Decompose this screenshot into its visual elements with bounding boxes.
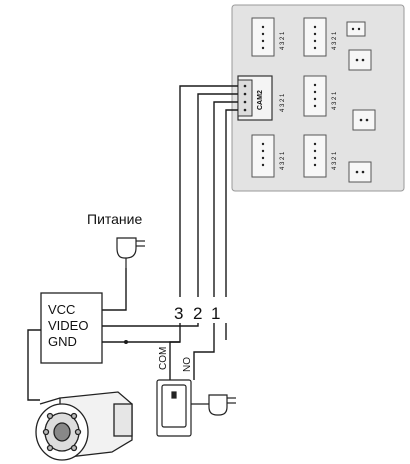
small-connector-1 <box>346 21 366 37</box>
power-wire <box>102 268 127 311</box>
camera-terminal-box <box>40 292 103 364</box>
video-wire <box>102 323 199 327</box>
connector-c2r2 <box>303 75 327 117</box>
pin-labels-c1r3: 4 3 2 1 <box>280 151 286 170</box>
lock-device <box>156 379 192 437</box>
wire-number-1: 1 <box>211 304 220 323</box>
connector-c1r3 <box>251 134 275 178</box>
pin-labels-c2r3: 4 3 2 1 <box>332 151 338 170</box>
connector-c2r1 <box>303 17 327 57</box>
pin-labels-cam2: 4 3 2 1 <box>280 93 286 112</box>
power-adapter-icon <box>116 237 145 268</box>
no-label: NO <box>182 357 193 372</box>
connector-c1r1 <box>251 17 275 57</box>
signal-wires <box>179 85 238 297</box>
lock-power-adapter-icon <box>191 394 236 416</box>
camera-cable <box>27 329 41 401</box>
cam2-label: CAM2 <box>257 90 264 110</box>
small-connector-4 <box>348 161 372 183</box>
pin-labels-c1r1: 4 3 2 1 <box>280 31 286 50</box>
wire-number-3: 3 <box>174 304 183 323</box>
connector-c2r3 <box>303 134 327 178</box>
vcc-label: VCC <box>48 302 75 317</box>
gnd-label: GND <box>48 334 77 349</box>
panel-connectors <box>251 17 376 183</box>
power-label: Питание <box>87 211 142 227</box>
relay-no-wire <box>193 340 215 380</box>
cam2-plug <box>237 79 253 117</box>
pin-labels-c2r1: 4 3 2 1 <box>332 31 338 50</box>
pin-labels-c2r2: 4 3 2 1 <box>332 91 338 110</box>
com-label: COM <box>158 347 169 370</box>
relay-com-wire <box>169 341 180 380</box>
wire-number-2: 2 <box>193 304 202 323</box>
small-connector-3 <box>352 109 376 131</box>
video-label: VIDEO <box>48 318 88 333</box>
bullet-camera-icon <box>35 391 133 461</box>
small-connector-2 <box>348 49 372 71</box>
